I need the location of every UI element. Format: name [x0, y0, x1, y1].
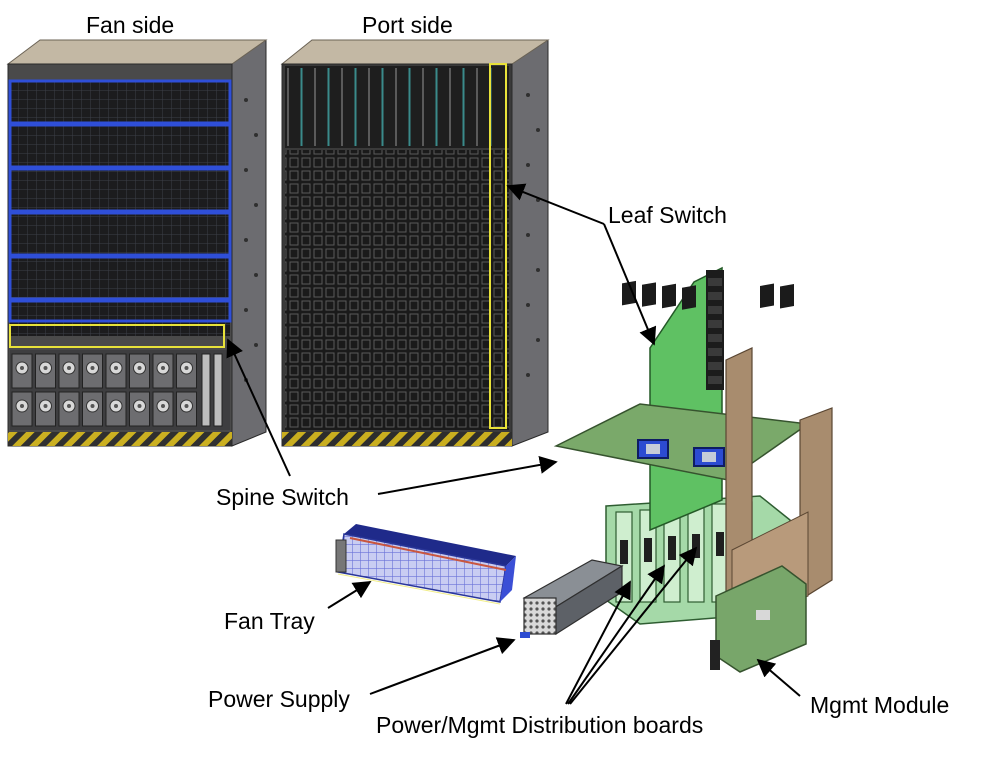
leaf-switch-arrow-to-board [603, 223, 657, 346]
fan-side-chassis [6, 39, 268, 447]
psu-slot [129, 391, 150, 427]
psu-slot [82, 391, 103, 427]
port-side-side-holes [526, 93, 540, 377]
psu-slot [105, 391, 127, 427]
power-supply-unit [520, 559, 624, 638]
spine-switch-arrow-to-chassis [226, 338, 291, 477]
port-side-port-grid [285, 150, 509, 430]
fan-side-side-holes [244, 98, 258, 382]
fan-side-chassis-top [6, 39, 268, 65]
fan-side-fan-bands [8, 79, 232, 323]
spine-switch-asic-chips [637, 439, 725, 467]
port-side-chassis-top [280, 39, 550, 65]
leaf-switch-arrow-to-chassis [506, 183, 605, 225]
callout-arrows [226, 183, 801, 705]
psu-slot [176, 391, 197, 427]
fan-side-title: Fan side [86, 12, 175, 38]
fan-tray-label: Fan Tray [224, 608, 315, 634]
fan-side-psu-slots [11, 353, 223, 427]
psu-slot [82, 353, 103, 389]
power-supply-arrow [369, 637, 516, 695]
distribution-boards-arrow-2 [567, 564, 666, 705]
fan-side-hazard-stripe [8, 432, 232, 446]
fan-tray-arrow [327, 581, 372, 609]
spine-switch-arrow-to-board [377, 456, 558, 495]
port-side-title: Port side [362, 12, 453, 38]
psu-slot [11, 391, 33, 427]
port-side-hazard-stripe [282, 432, 512, 446]
mgmt-module-board [710, 565, 807, 673]
psu-slot [58, 391, 80, 427]
mgmt-module-label: Mgmt Module [810, 692, 950, 718]
fan-tray [335, 524, 516, 605]
psu-slot [152, 353, 174, 389]
psu-slot [152, 391, 174, 427]
psu-slot [58, 353, 80, 389]
psu-slot [11, 353, 33, 389]
mgmt-module-arrow [756, 658, 801, 697]
distribution-boards-arrow-3 [569, 546, 698, 705]
port-side-chassis-side-panel [511, 39, 549, 447]
psu-slot [129, 353, 150, 389]
mgmt-slot [201, 353, 211, 427]
psu-slot [105, 353, 127, 389]
port-side-chassis [280, 39, 550, 447]
spine-switch-label: Spine Switch [216, 484, 349, 510]
distribution-boards-arrow-1 [565, 580, 631, 705]
distribution-boards-label: Power/Mgmt Distribution boards [376, 712, 704, 738]
leaf-switch-highlight-box [489, 63, 507, 429]
psu-slot [176, 353, 197, 389]
mgmt-slot [213, 353, 223, 427]
psu-slot [35, 353, 56, 389]
leaf-switch-label: Leaf Switch [608, 202, 727, 228]
psu-slot [35, 391, 56, 427]
spine-switch-highlight-box [9, 324, 225, 348]
power-supply-label: Power Supply [208, 686, 350, 712]
